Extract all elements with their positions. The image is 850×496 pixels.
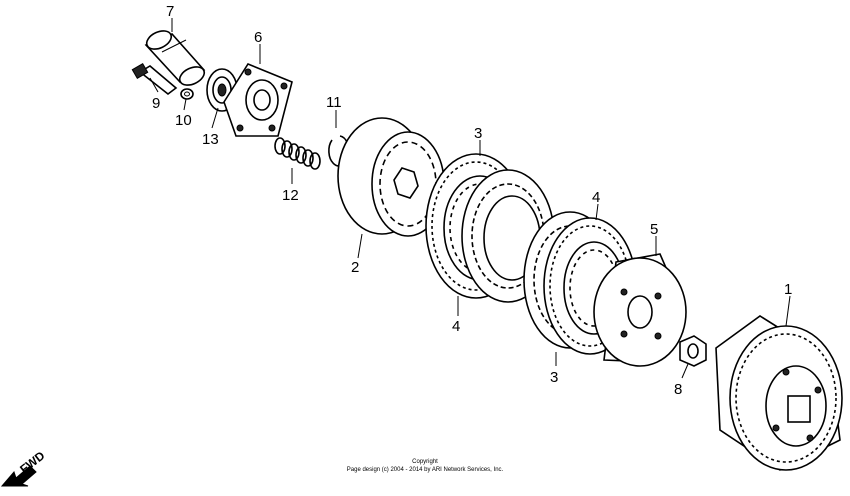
callout-4-lower: 4 [452,318,460,335]
part-1-outer-housing [715,315,843,471]
callout-2: 2 [351,259,359,276]
callout-3-upper: 3 [474,125,482,142]
fwd-arrow-icon [0,465,37,487]
callout-1: 1 [784,281,792,298]
callout-13: 13 [202,131,219,148]
leader-4b [595,203,599,221]
copyright-line-2: Page design (c) 2004 - 2014 by ARI Netwo… [347,467,504,473]
leader-9 [149,77,159,93]
callout-3-lower: 3 [550,369,558,386]
leader-1 [785,295,791,327]
callout-4-upper: 4 [592,189,600,206]
callout-7: 7 [166,3,174,20]
leader-8 [681,363,689,379]
callout-8: 8 [674,381,682,398]
leader-13 [211,107,219,129]
callout-6: 6 [254,29,262,46]
leader-2 [357,233,363,259]
part-8-washer [679,335,707,367]
callout-10: 10 [175,112,192,129]
callout-11: 11 [326,94,342,111]
part-2-pressure-plate [337,117,445,237]
copyright-line-1: Copyright [412,459,438,465]
part-6-lifter-plate [223,63,293,137]
part-9-bolt [131,62,178,96]
part-5-clutch-center [593,253,687,367]
part-7-lifter-rod [144,30,206,86]
fwd-direction-marker: FWD [0,448,48,487]
leader-10 [183,98,187,111]
part-12-spring [274,137,321,170]
part-10-washer [180,88,194,100]
callout-5: 5 [650,221,658,238]
callout-9: 9 [152,95,160,112]
callout-12: 12 [282,187,299,204]
